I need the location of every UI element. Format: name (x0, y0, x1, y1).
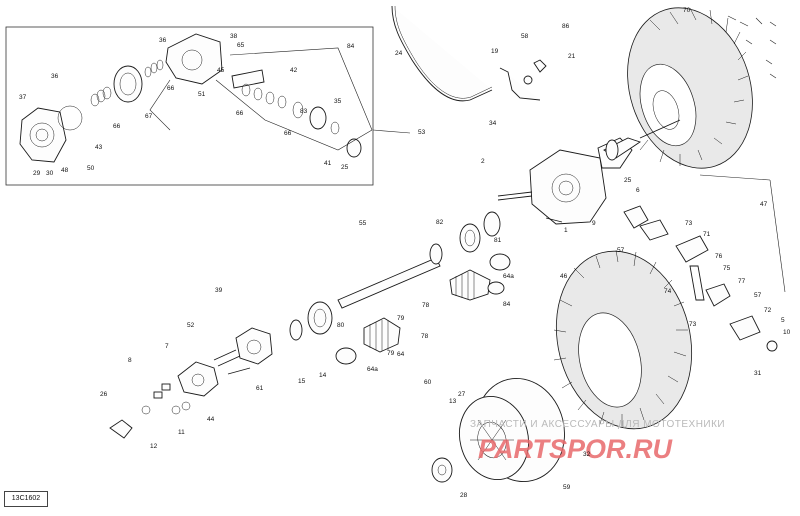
callout-label: 26 (100, 391, 108, 398)
callout-label: 64a (503, 273, 514, 280)
callout-label: 9 (592, 220, 596, 227)
callout-label: 66 (236, 110, 244, 117)
callout-label: 44 (207, 416, 215, 423)
callout-label: 46 (560, 273, 568, 280)
callout-label: 27 (458, 391, 466, 398)
callout-label: 66 (167, 85, 175, 92)
callout-label: 67 (145, 113, 153, 120)
callout-label: 64a (367, 366, 378, 373)
callout-label: 51 (198, 91, 206, 98)
cv-joint-assembly (623, 174, 786, 352)
callout-label: 81 (494, 237, 502, 244)
callout-label: 37 (19, 94, 27, 101)
callout-label: 66 (113, 123, 121, 130)
rear-tire-top (627, 7, 753, 169)
callout-label: 59 (563, 484, 571, 491)
callout-label: 71 (703, 231, 711, 238)
callout-label: 35 (334, 98, 342, 105)
callout-label: 52 (187, 322, 195, 329)
callout-label: 21 (568, 53, 576, 60)
callout-label: 60 (424, 379, 432, 386)
callout-label: 76 (715, 253, 723, 260)
callout-label: 57 (617, 247, 625, 254)
callout-label: 32 (583, 451, 591, 458)
lug-bolts (727, 15, 777, 79)
drive-shaft (289, 211, 511, 365)
callout-label: 80 (337, 322, 345, 329)
callout-label: 84 (503, 301, 511, 308)
callout-label: 58 (521, 33, 529, 40)
callout-label: 61 (256, 385, 264, 392)
callout-label: 47 (760, 201, 768, 208)
callout-label: 84 (347, 43, 355, 50)
callout-label: 75 (723, 265, 731, 272)
wheel-rim (431, 377, 565, 483)
callout-label: 57 (754, 292, 762, 299)
callout-label: 10 (783, 329, 791, 336)
callout-label: 28 (460, 492, 468, 499)
callout-label: 25 (624, 177, 632, 184)
callout-label: 8 (128, 357, 132, 364)
watermark-logo: PARTSPOR.RU (478, 434, 674, 464)
callout-label: 30 (46, 170, 54, 177)
watermark-caption: ЗАПЧАСТИ И АКСЕССУАРЫ ДЛЯ МОТОТЕХНИКИ (470, 419, 725, 430)
vent-hose (391, 5, 547, 102)
callout-label: 19 (491, 48, 499, 55)
callout-label: 70 (683, 7, 691, 14)
callout-label: 77 (738, 278, 746, 285)
callout-label: 36 (51, 73, 59, 80)
callout-label: 5 (781, 317, 785, 324)
callout-label: 24 (395, 50, 403, 57)
callout-label: 15 (298, 378, 306, 385)
callout-label: 79 (387, 350, 395, 357)
callout-label: 45 (217, 67, 225, 74)
callout-label: 31 (754, 370, 762, 377)
callout-label: 29 (33, 170, 41, 177)
callout-label: 13 (449, 398, 457, 405)
callout-label: 6 (636, 187, 640, 194)
callout-label: 25 (341, 164, 349, 171)
callout-label: 1 (564, 227, 568, 234)
callout-label: 78 (422, 302, 430, 309)
callout-label: 64 (397, 351, 405, 358)
rear-tire-bottom (553, 249, 693, 430)
callout-label: 74 (664, 288, 672, 295)
inset-differential-frame (5, 26, 411, 186)
callout-label: 42 (290, 67, 298, 74)
callout-label: 2 (481, 158, 485, 165)
callout-label: 34 (489, 120, 497, 127)
callout-label: 14 (319, 372, 327, 379)
callout-label: 83 (300, 108, 308, 115)
callout-label: 12 (150, 443, 158, 450)
callout-label: 7 (165, 343, 169, 350)
callout-label: 65 (237, 42, 245, 49)
callout-label: 48 (61, 167, 69, 174)
callout-label: 43 (95, 144, 103, 151)
callout-label: 11 (178, 429, 185, 436)
callout-label: 50 (87, 165, 95, 172)
callout-label: 39 (215, 287, 223, 294)
callout-label: 73 (689, 321, 697, 328)
callout-label: 55 (359, 220, 367, 227)
callout-label: 79 (397, 315, 405, 322)
callout-label: 53 (418, 129, 426, 136)
callout-label: 72 (764, 307, 772, 314)
wheel-knuckle-hub (109, 327, 273, 439)
callout-label: 73 (685, 220, 693, 227)
diagram-code: 13C1602 (4, 491, 48, 507)
callout-label: 36 (159, 37, 167, 44)
callout-label: 66 (284, 130, 292, 137)
axle-stub (603, 119, 681, 161)
callout-label: 82 (436, 219, 444, 226)
callout-label: 78 (421, 333, 429, 340)
callout-label: 38 (230, 33, 238, 40)
callout-label: 86 (562, 23, 570, 30)
callout-label: 41 (324, 160, 332, 167)
